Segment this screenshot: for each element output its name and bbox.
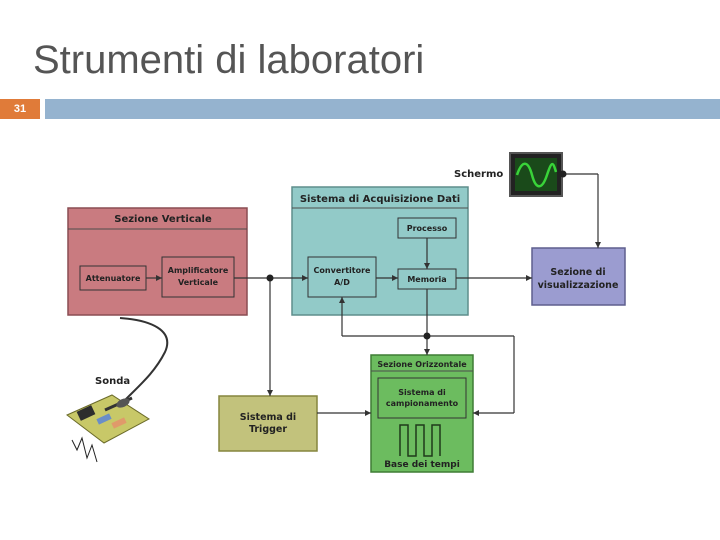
sampling-box	[377, 377, 467, 419]
trigger-label-line1: Sistema di	[240, 412, 296, 423]
junction-dots	[266, 170, 567, 340]
horizontal-section-title: Sezione Orizzontale	[377, 360, 467, 369]
process-label: Processo	[407, 224, 448, 233]
square-wave-icon	[399, 424, 441, 457]
sampling-label-line2: campionamento	[386, 399, 459, 408]
slide-number: 31	[0, 99, 40, 119]
probe-cable	[119, 317, 169, 401]
attenuator-box	[79, 265, 147, 291]
probe-label: Sonda	[95, 376, 130, 387]
trigger-label-line2: Trigger	[249, 424, 287, 435]
amplifier-label-line1: Amplificatore	[168, 266, 229, 275]
amplifier-box	[161, 256, 235, 298]
display-label-line1: Sezione di	[550, 267, 605, 278]
screen-label: Schermo	[454, 169, 503, 180]
converter-label-line1: Convertitore	[314, 266, 371, 275]
converter-label-line2: A/D	[334, 278, 350, 287]
trigger-system-box	[218, 395, 318, 452]
display-section-box	[531, 247, 626, 306]
header-bar	[45, 99, 720, 119]
signal-waveform-icon	[71, 436, 98, 463]
time-base-label: Base dei tempi	[384, 460, 460, 470]
memory-label: Memoria	[407, 275, 446, 284]
converter-box	[307, 256, 377, 298]
display-label-line2: visualizzazione	[538, 280, 619, 291]
attenuator-label: Attenuatore	[86, 274, 141, 283]
acquisition-system-title: Sistema di Acquisizione Dati	[300, 194, 460, 205]
arrowheads	[156, 242, 601, 416]
screen-icon	[509, 152, 563, 197]
amplifier-label-line2: Verticale	[178, 278, 219, 287]
sampling-label-line1: Sistema di	[398, 388, 446, 397]
slide-title: Strumenti di laboratori	[33, 38, 425, 82]
vertical-section-title: Sezione Verticale	[114, 214, 212, 225]
probe-icon	[66, 394, 150, 444]
